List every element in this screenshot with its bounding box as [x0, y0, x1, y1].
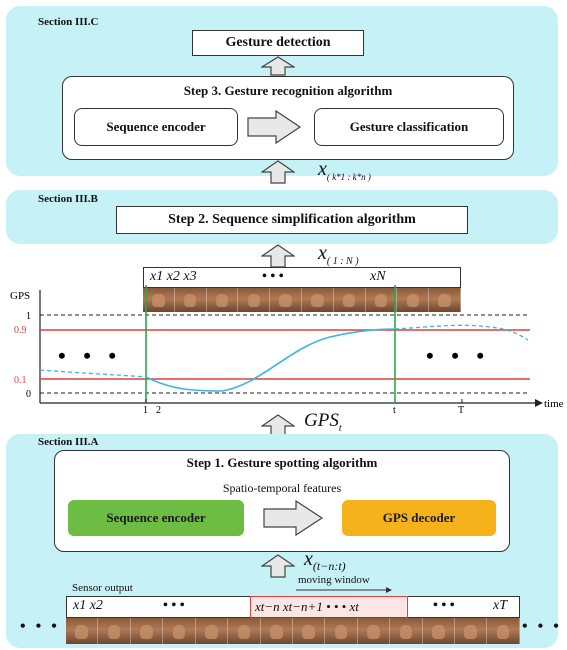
- hand-frame: [130, 618, 164, 644]
- up-arrow-icon: [261, 160, 295, 184]
- gps-curve-right: [394, 324, 529, 341]
- frames-bottom-strip: [66, 618, 520, 644]
- frames-bottom-x1x2: x1 x2: [73, 598, 103, 613]
- hand-frame: [206, 288, 239, 312]
- hand-frame: [429, 288, 461, 312]
- hand-frame: [325, 618, 358, 644]
- hand-frame: [238, 288, 271, 312]
- hand-frame: [487, 618, 520, 644]
- input-symbol-c-x: x: [318, 158, 327, 180]
- hand-frame: [143, 288, 175, 312]
- section-c-label: Section III.C: [38, 16, 99, 28]
- gps-chart: GPS time 1 0.9 0.1 0 1 2 t T • • • • • •: [10, 285, 564, 415]
- hand-frame: [365, 288, 398, 312]
- hand-frame: [163, 618, 196, 644]
- input-symbol-a: x(t−n:t): [304, 548, 346, 574]
- hand-frame: [66, 618, 99, 644]
- input-symbol-b-sub: ( 1 : N ): [326, 256, 359, 267]
- chart-dots-left: • • •: [58, 343, 122, 368]
- input-symbol-a-x: x: [304, 548, 313, 570]
- hand-frame: [270, 288, 302, 312]
- frames-top-xn: xN: [370, 269, 386, 284]
- input-symbol-c-sub: ( k*1 : k*n ): [326, 172, 371, 182]
- xtick-t: t: [393, 405, 396, 415]
- up-arrow-icon: [261, 244, 295, 268]
- step2-box: Step 2. Sequence simplification algorith…: [116, 206, 468, 234]
- hand-frame: [390, 618, 423, 644]
- up-arrow-icon: [261, 554, 295, 578]
- moving-window-label: moving window: [298, 574, 370, 586]
- hand-frame: [292, 618, 326, 644]
- chart-dots-right: • • •: [426, 343, 490, 368]
- bottom-dots-right: • • •: [522, 618, 562, 635]
- gps-symbol: GPSt: [304, 410, 342, 434]
- tick-1: 1: [26, 311, 31, 322]
- gps-symbol-sub: t: [338, 422, 342, 434]
- gps-symbol-text: GPS: [304, 410, 339, 431]
- tick-0-1: 0.1: [14, 375, 27, 386]
- step3-title: Step 3. Gesture recognition algorithm: [183, 83, 393, 98]
- gps-curve-left: [39, 369, 147, 378]
- sequence-encoder-box-c: Sequence encoder: [74, 108, 238, 146]
- gps-curve: [145, 328, 396, 392]
- moving-window-text: xt−n xt−n+1 • • • xt: [255, 599, 359, 614]
- sequence-encoder-box-a: Sequence encoder: [68, 500, 244, 536]
- right-arrow-icon: [263, 500, 324, 536]
- input-symbol-b: x( 1 : N ): [318, 242, 359, 267]
- frames-top-dots: • • •: [262, 269, 284, 284]
- gesture-classification-box: Gesture classification: [314, 108, 504, 146]
- section-a-label: Section III.A: [38, 436, 99, 448]
- sensor-output-label: Sensor output: [72, 582, 133, 594]
- hand-frame: [195, 618, 229, 644]
- hand-frame: [422, 618, 456, 644]
- frames-bottom-xT: xT: [493, 598, 507, 613]
- hand-frame: [397, 288, 430, 312]
- step1-title: Step 1. Gesture spotting algorithm: [186, 455, 378, 470]
- hand-frame: [260, 618, 293, 644]
- x-axis-arrowhead: [535, 399, 543, 407]
- hand-frame: [228, 618, 261, 644]
- frames-top-x1x3: x1 x2 x3: [150, 269, 197, 284]
- y-axis-label: GPS: [10, 290, 30, 302]
- hand-frame: [301, 288, 334, 312]
- xtick-2: 2: [156, 405, 161, 415]
- xtick-1: 1: [143, 405, 148, 415]
- gesture-detection-box: Gesture detection: [192, 30, 364, 56]
- tick-0-9: 0.9: [14, 325, 27, 336]
- section-b-label: Section III.B: [38, 193, 98, 205]
- hand-frame: [174, 288, 207, 312]
- frames-top-strip: [143, 288, 461, 312]
- frames-bottom-dots2: • • •: [433, 598, 455, 613]
- moving-window-arrow-icon: [296, 587, 392, 593]
- bottom-dots-left: • • •: [20, 618, 60, 635]
- hand-frame: [357, 618, 391, 644]
- input-symbol-b-x: x: [318, 242, 327, 264]
- input-symbol-a-sub: (t−n:t): [312, 559, 346, 573]
- hand-frame: [455, 618, 488, 644]
- input-symbol-c: x( k*1 : k*n ): [318, 158, 371, 182]
- xtick-T: T: [458, 405, 464, 415]
- up-arrow-icon: [261, 56, 295, 76]
- gps-decoder-box: GPS decoder: [342, 500, 496, 536]
- frames-top-bar: x1 x2 x3 • • • xN: [143, 267, 461, 288]
- right-arrow-icon: [247, 110, 302, 144]
- hand-frame: [333, 288, 366, 312]
- features-label: Spatio-temporal features: [222, 481, 342, 495]
- hand-frame: [98, 618, 131, 644]
- x-axis-label: time: [544, 398, 564, 410]
- tick-0: 0: [26, 389, 31, 400]
- frames-bottom-dots1: • • •: [163, 598, 185, 613]
